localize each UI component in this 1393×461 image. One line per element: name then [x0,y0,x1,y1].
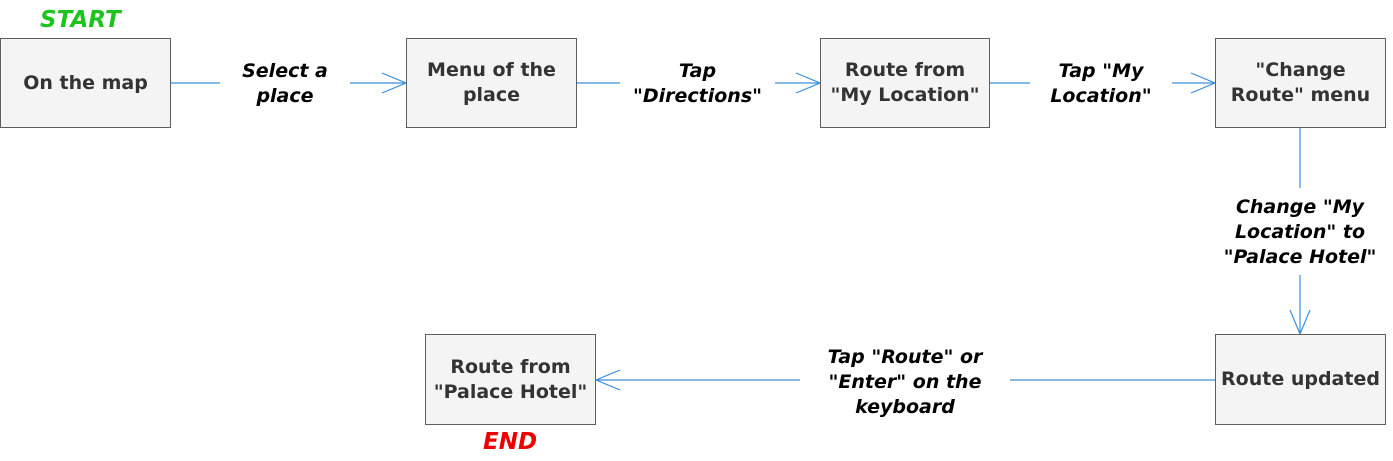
edge-label-tap-route: Tap "Route" or "Enter" on the keyboard [827,345,983,418]
node-change-route-menu: "Change Route" menu [1215,38,1386,128]
end-marker: END [483,429,538,455]
edge-label-tap-directions: Tap "Directions" [632,60,763,107]
edge-label-tap-my-location: Tap "My Location" [1050,60,1152,107]
edge-arrowhead-tap-route [594,369,621,391]
node-route-from-my-location: Route from "My Location" [820,38,990,128]
node-route-from-palace-hotel: Route from "Palace Hotel" [425,334,596,425]
edge-label-change-location: Change "My Location" to "Palace Hotel" [1223,195,1377,268]
edge-label-select-place: Select a place [242,60,328,107]
node-on-the-map: On the map [0,38,171,128]
start-marker: START [40,7,121,33]
node-route-updated: Route updated [1215,334,1386,425]
node-menu-of-the-place: Menu of the place [406,38,577,128]
